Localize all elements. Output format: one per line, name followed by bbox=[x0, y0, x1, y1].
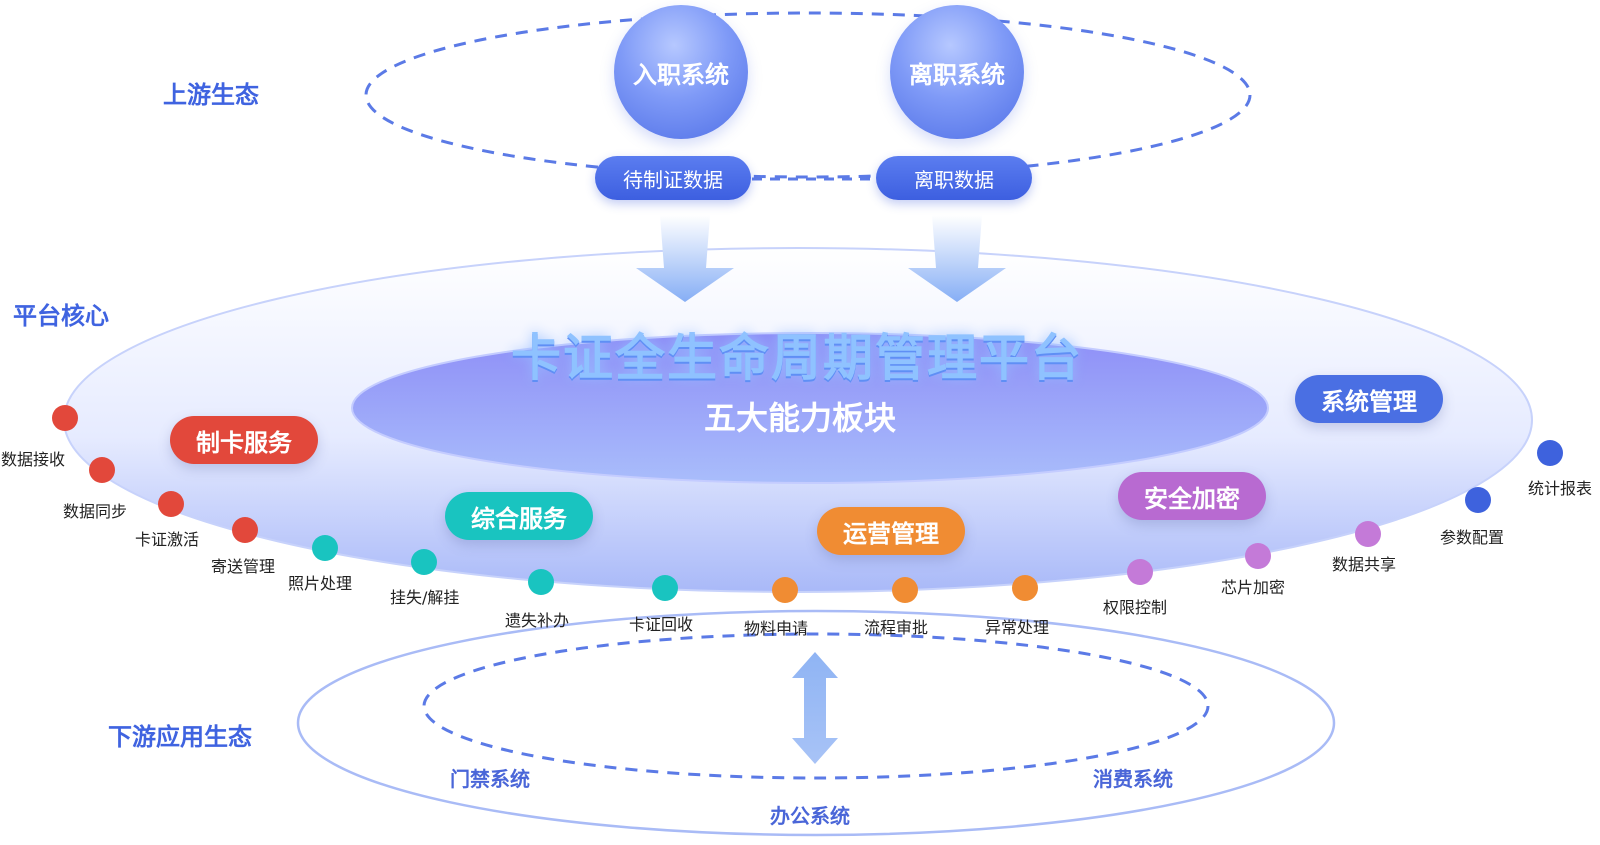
office-system: 办公系统 bbox=[770, 804, 850, 828]
offboarding-system-node: 离职系统 bbox=[890, 5, 1024, 139]
feature-permission-control: 权限控制 bbox=[1103, 598, 1168, 617]
feature-dot bbox=[158, 491, 184, 517]
feature-dot bbox=[772, 577, 798, 603]
feature-card-activation: 卡证激活 bbox=[135, 530, 200, 549]
consumption-system: 消费系统 bbox=[1093, 767, 1173, 791]
feature-data-sync: 数据同步 bbox=[63, 502, 128, 521]
layer-label-core: 平台核心 bbox=[13, 302, 109, 330]
feature-photo-processing: 照片处理 bbox=[288, 574, 353, 593]
feature-lost-reissue: 遗失补办 bbox=[505, 611, 570, 630]
feature-report-loss-unlock: 挂失/解挂 bbox=[390, 588, 460, 607]
feature-dot bbox=[652, 575, 678, 601]
feature-chip-encryption: 芯片加密 bbox=[1221, 578, 1286, 597]
feature-dot bbox=[528, 569, 554, 595]
feature-dot bbox=[312, 535, 338, 561]
layer-label-downstream: 下游应用生态 bbox=[108, 723, 252, 751]
upstream-orbit bbox=[364, 11, 1252, 179]
feature-statistics-report: 统计报表 bbox=[1528, 479, 1593, 498]
feature-data-sharing: 数据共享 bbox=[1332, 555, 1397, 574]
feature-dot bbox=[1465, 487, 1491, 513]
access-control-system: 门禁系统 bbox=[450, 767, 530, 791]
platform-inner-plate bbox=[351, 332, 1269, 484]
feature-dot bbox=[1012, 575, 1038, 601]
feature-dot bbox=[232, 517, 258, 543]
feature-dot bbox=[89, 457, 115, 483]
arrow-downstream-exchange bbox=[792, 652, 838, 764]
feature-dot bbox=[1537, 440, 1563, 466]
arrow-onboarding-data bbox=[636, 215, 734, 302]
feature-exception-handling: 异常处理 bbox=[985, 618, 1050, 637]
layer-label-upstream: 上游生态 bbox=[163, 81, 259, 109]
feature-data-receive: 数据接收 bbox=[1, 450, 66, 469]
feature-dot bbox=[1245, 543, 1271, 569]
feature-dot bbox=[1355, 521, 1381, 547]
feature-delivery-management: 寄送管理 bbox=[211, 557, 276, 576]
offboarding-data-pill: 离职数据 bbox=[876, 156, 1032, 200]
capability-security-encryption: 安全加密 bbox=[1118, 472, 1266, 520]
capability-card-making: 制卡服务 bbox=[170, 416, 318, 464]
platform-title: 卡证全生命周期管理平台 bbox=[511, 329, 1083, 387]
pending-card-data-pill: 待制证数据 bbox=[595, 156, 751, 200]
feature-dot bbox=[411, 549, 437, 575]
feature-parameter-config: 参数配置 bbox=[1440, 528, 1505, 547]
platform-subtitle: 五大能力板块 bbox=[704, 399, 897, 437]
capability-operations: 运营管理 bbox=[817, 507, 965, 555]
feature-dots bbox=[52, 405, 1563, 603]
feature-workflow-approval: 流程审批 bbox=[864, 618, 929, 637]
onboarding-system-node: 入职系统 bbox=[614, 5, 748, 139]
feature-card-recycle: 卡证回收 bbox=[629, 615, 694, 634]
capability-system-management: 系统管理 bbox=[1295, 375, 1443, 423]
feature-dot bbox=[52, 405, 78, 431]
feature-dot bbox=[1127, 559, 1153, 585]
capability-integrated-service: 综合服务 bbox=[445, 492, 593, 540]
feature-dot bbox=[892, 577, 918, 603]
downstream-inner-orbit bbox=[422, 632, 1210, 780]
feature-material-request: 物料申请 bbox=[744, 619, 809, 638]
arrow-offboarding-data bbox=[908, 215, 1006, 302]
